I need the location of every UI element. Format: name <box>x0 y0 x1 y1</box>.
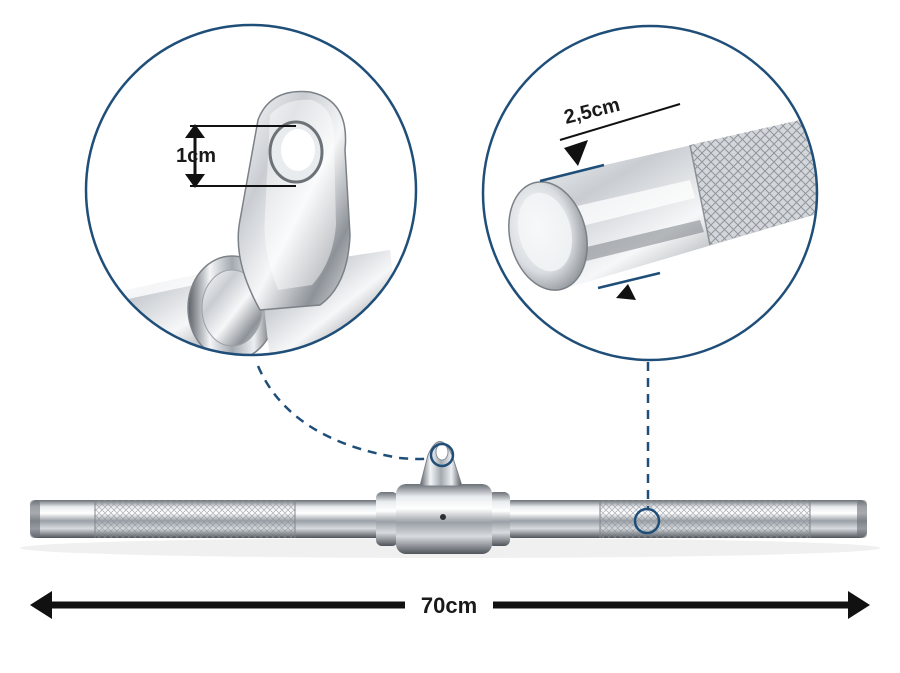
arrow-up-icon <box>185 124 205 138</box>
arrow-right-icon <box>848 591 870 619</box>
arrow-down-icon <box>185 174 205 188</box>
loop-marker <box>429 442 455 468</box>
right-knurled-grip <box>600 500 810 538</box>
hole-size-dimension: 1cm <box>176 124 296 188</box>
straight-bar <box>20 441 880 558</box>
total-length-dimension: 70cm <box>30 591 870 619</box>
diameter-marker <box>633 507 661 535</box>
total-length-label: 70cm <box>421 593 477 618</box>
loop-detail-callout: 1cm <box>84 23 418 357</box>
callout-ring <box>481 24 819 362</box>
diameter-detail-callout: 2,5cm <box>481 24 819 362</box>
arrow-up-icon <box>616 284 636 300</box>
arrow-left-icon <box>30 591 52 619</box>
left-knurled-grip <box>95 500 295 538</box>
callout-ring <box>84 23 418 357</box>
loop-leader-line <box>256 365 433 461</box>
arrow-down-icon <box>564 140 588 166</box>
hole-size-label: 1cm <box>176 145 216 167</box>
